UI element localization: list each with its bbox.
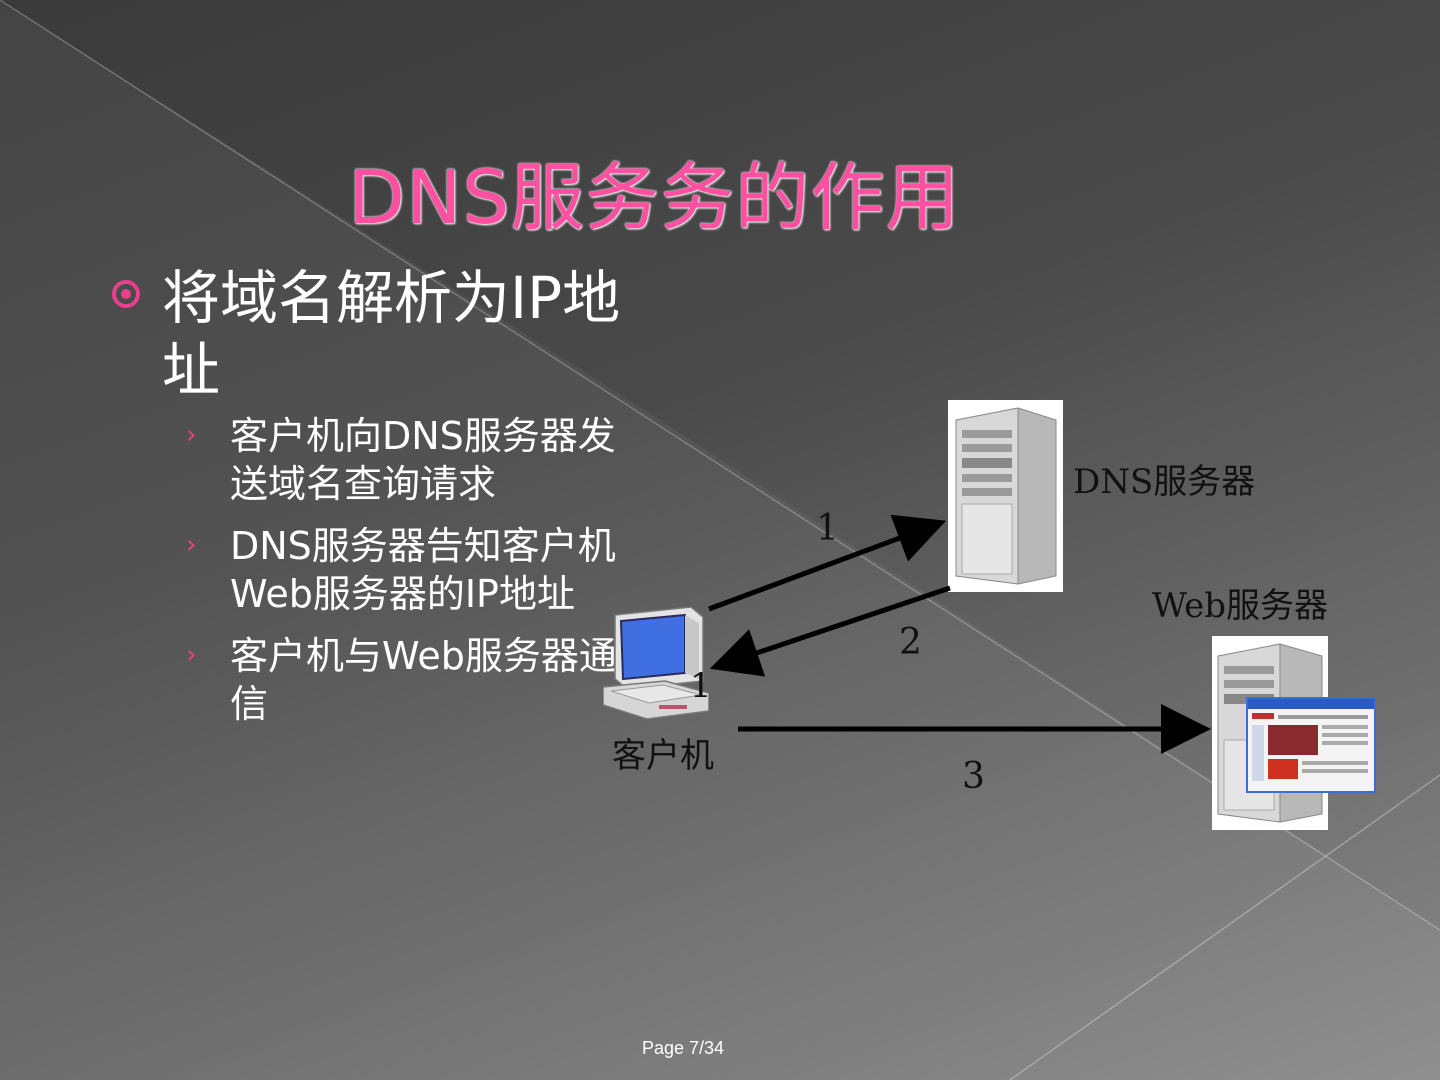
sub-bullet-text: DNS服务器告知客户机Web服务器的IP地址 — [230, 524, 616, 616]
chevron-right-icon: › — [186, 640, 197, 670]
web-server-label: Web服务器 — [1152, 586, 1329, 626]
sub-bullet: › 客户机与Web服务器通信 — [186, 632, 646, 728]
sub-bullet: › DNS服务器告知客户机Web服务器的IP地址 — [186, 522, 646, 618]
slide-title: DNS服务务的作用 — [348, 155, 961, 241]
arrow-label-1: 1 — [816, 508, 839, 549]
sub-bullet: › 客户机向DNS服务器发送域名查询请求 — [186, 412, 646, 508]
arrow-label-3: 3 — [962, 756, 985, 797]
arrow-label-2: 2 — [899, 622, 922, 663]
bullet-circle-icon — [112, 280, 140, 308]
sub-bullet-list: › 客户机向DNS服务器发送域名查询请求 › DNS服务器告知客户机Web服务器… — [186, 412, 646, 742]
main-bullet-text: 将域名解析为IP地址 — [162, 264, 621, 404]
sub-bullet-text: 客户机向DNS服务器发送域名查询请求 — [230, 414, 616, 506]
client-computer-icon — [602, 606, 710, 721]
webpage-screenshot-icon — [1246, 697, 1376, 793]
dns-server-icon — [948, 400, 1063, 592]
chevron-right-icon: › — [186, 420, 197, 450]
dns-server-label: DNS服务器 — [1073, 462, 1256, 502]
client-label: 客户机 — [612, 736, 714, 776]
page-number: Page 7/34 — [641, 1038, 725, 1058]
stray-number-label: 1 — [690, 666, 712, 706]
sub-bullet-text: 客户机与Web服务器通信 — [230, 634, 617, 726]
chevron-right-icon: › — [186, 530, 197, 560]
main-bullet: 将域名解析为IP地址 — [112, 262, 642, 406]
